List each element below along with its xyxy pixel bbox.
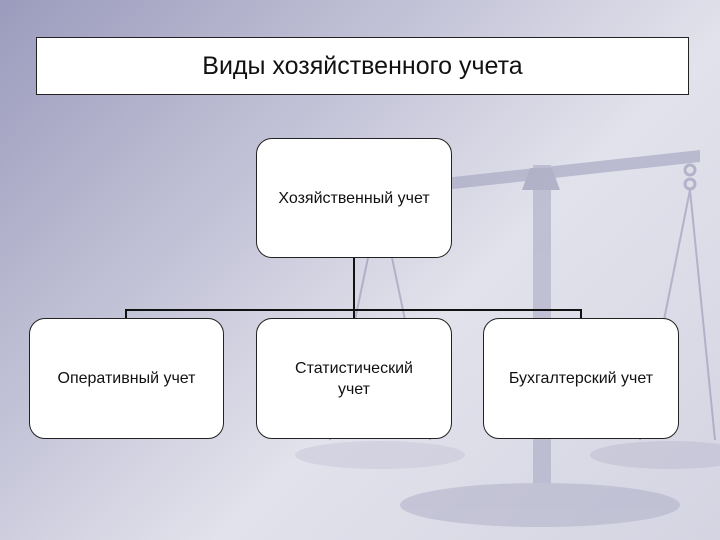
child-node-accounting: Бухгалтерский учет — [483, 318, 679, 439]
child-node-operational: Оперативный учет — [29, 318, 224, 439]
slide-title: Виды хозяйственного учета — [36, 37, 689, 95]
child-node-accounting-label: Бухгалтерский учет — [508, 370, 654, 387]
root-node-label: Хозяйственный учет — [278, 189, 430, 207]
root-node: Хозяйственный учет — [256, 138, 452, 258]
child-node-statistical-label-line1: Статистический — [295, 359, 413, 377]
child-node-statistical-text: Статистический учет — [295, 358, 413, 400]
child-node-statistical: Статистический учет — [256, 318, 452, 439]
child-node-statistical-label-line2: учет — [337, 380, 370, 398]
slide-title-text: Виды хозяйственного учета — [202, 51, 523, 80]
child-node-operational-label: Оперативный учет — [57, 370, 196, 387]
